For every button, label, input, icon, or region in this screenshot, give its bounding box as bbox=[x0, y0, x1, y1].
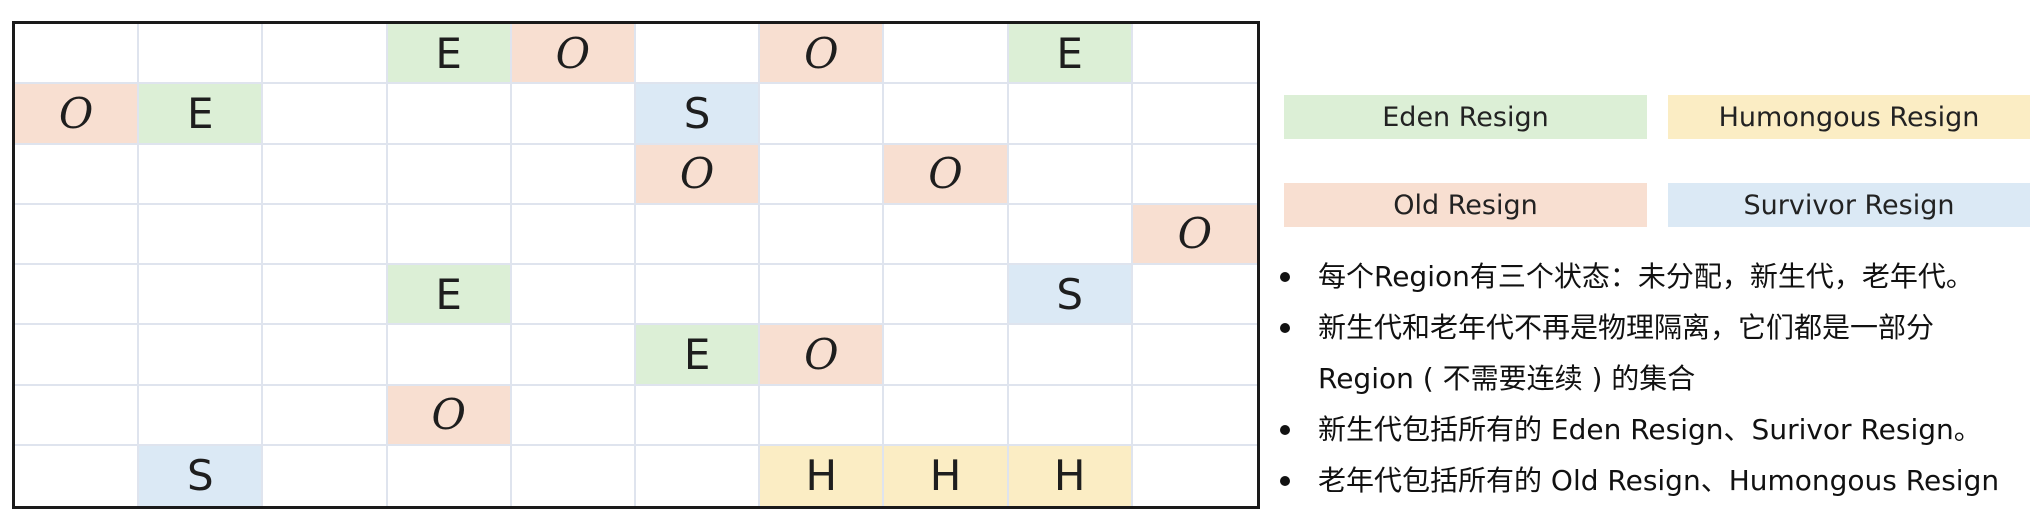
region-cell bbox=[387, 204, 512, 265]
region-cell bbox=[760, 84, 885, 145]
region-cell: E bbox=[635, 325, 761, 386]
region-cell bbox=[263, 325, 388, 386]
region-cell: S bbox=[1008, 265, 1133, 326]
region-cell bbox=[15, 204, 140, 265]
region-cell: S bbox=[635, 84, 761, 145]
region-cell: O bbox=[884, 144, 1009, 205]
region-cell bbox=[387, 144, 512, 205]
region-cell bbox=[263, 24, 388, 85]
region-cell bbox=[760, 144, 885, 205]
region-cell bbox=[263, 445, 388, 506]
region-cell: O bbox=[15, 84, 140, 145]
region-cell: O bbox=[387, 385, 512, 446]
region-cell bbox=[512, 445, 636, 506]
region-cell bbox=[15, 445, 140, 506]
region-cell bbox=[511, 385, 636, 446]
region-cell bbox=[388, 445, 512, 506]
region-cell bbox=[1133, 446, 1257, 506]
note-text: 新生代包括所有的 Eden Resign、Surivor Resign。 bbox=[1318, 413, 1982, 446]
note-item: 每个Region有三个状态：未分配，新生代，老年代。 bbox=[1276, 251, 2036, 302]
note-text: 每个Region有三个状态：未分配，新生代，老年代。 bbox=[1318, 260, 1974, 293]
region-cell bbox=[1132, 24, 1257, 85]
region-cell bbox=[884, 265, 1009, 326]
region-cell bbox=[636, 445, 761, 506]
region-cell: H bbox=[884, 445, 1009, 506]
note-item: 老年代包括所有的 Old Resign、Humongous Resign bbox=[1276, 455, 2036, 506]
note-text-continued: Region ( 不需要连续 ) 的集合 bbox=[1318, 362, 1696, 395]
region-cell: O bbox=[1132, 204, 1257, 265]
region-cell: S bbox=[139, 445, 264, 506]
legend-old: Old Resign bbox=[1284, 183, 1647, 227]
region-cell: H bbox=[760, 445, 885, 506]
region-cell bbox=[139, 325, 264, 386]
legend-eden: Eden Resign bbox=[1284, 95, 1647, 139]
region-cell bbox=[387, 84, 512, 145]
region-cell bbox=[1008, 204, 1133, 265]
region-cell bbox=[511, 325, 636, 386]
region-cell bbox=[884, 204, 1009, 265]
region-cell bbox=[139, 385, 264, 446]
region-cell bbox=[884, 325, 1009, 386]
legend-eden-label: Eden Resign bbox=[1382, 101, 1549, 133]
note-text: 新生代和老年代不再是物理隔离，它们都是一部分 bbox=[1318, 311, 1935, 344]
region-cell: E bbox=[1008, 24, 1133, 85]
region-cell bbox=[511, 84, 636, 145]
region-cell bbox=[139, 24, 264, 85]
region-cell: E bbox=[387, 265, 512, 326]
region-cell: H bbox=[1008, 445, 1133, 506]
region-cell bbox=[139, 144, 264, 205]
region-cell bbox=[511, 144, 636, 205]
region-cell bbox=[884, 385, 1009, 446]
region-cell bbox=[511, 265, 636, 326]
region-cell bbox=[1132, 325, 1257, 386]
region-cell bbox=[884, 24, 1009, 85]
legend-humongous-label: Humongous Resign bbox=[1718, 101, 1980, 133]
region-cell bbox=[15, 24, 140, 85]
region-cell bbox=[15, 265, 140, 326]
region-cell bbox=[139, 204, 264, 265]
region-cell bbox=[139, 265, 264, 326]
region-cell: O bbox=[760, 325, 885, 386]
region-cell: O bbox=[635, 144, 761, 205]
legend-survivor: Survivor Resign bbox=[1668, 183, 2030, 227]
region-cell bbox=[15, 325, 140, 386]
region-cell bbox=[635, 24, 761, 85]
region-cell bbox=[760, 385, 885, 446]
note-item: 新生代包括所有的 Eden Resign、Surivor Resign。 bbox=[1276, 404, 2036, 455]
region-cell: E bbox=[387, 24, 512, 85]
region-cell bbox=[263, 204, 388, 265]
region-cell: O bbox=[511, 24, 636, 85]
region-cell bbox=[15, 144, 140, 205]
legend-survivor-label: Survivor Resign bbox=[1743, 189, 1955, 221]
region-cell bbox=[263, 265, 388, 326]
region-cell bbox=[1008, 144, 1133, 205]
region-cell bbox=[1008, 325, 1133, 386]
region-cell bbox=[263, 84, 388, 145]
region-cell bbox=[1132, 265, 1257, 326]
region-cell bbox=[760, 204, 885, 265]
region-cell bbox=[511, 204, 636, 265]
region-cell bbox=[263, 385, 388, 446]
note-item: 新生代和老年代不再是物理隔离，它们都是一部分 Region ( 不需要连续 ) … bbox=[1276, 302, 2036, 404]
note-text: 老年代包括所有的 Old Resign、Humongous Resign bbox=[1318, 464, 2000, 497]
region-cell bbox=[1132, 145, 1257, 205]
region-cell bbox=[1008, 385, 1133, 446]
region-cell bbox=[635, 204, 761, 265]
region-cell bbox=[635, 385, 761, 446]
notes-list: 每个Region有三个状态：未分配，新生代，老年代。 新生代和老年代不再是物理隔… bbox=[1276, 251, 2036, 506]
region-cell bbox=[387, 325, 512, 386]
region-cell bbox=[635, 265, 761, 326]
region-cell bbox=[263, 144, 388, 205]
region-cell: E bbox=[139, 84, 264, 145]
region-cell bbox=[1132, 84, 1257, 145]
region-cell bbox=[15, 385, 140, 446]
legend-humongous: Humongous Resign bbox=[1668, 95, 2030, 139]
region-cell bbox=[1008, 84, 1133, 145]
region-cell bbox=[1132, 386, 1257, 446]
region-cell bbox=[760, 265, 885, 326]
legend-old-label: Old Resign bbox=[1393, 189, 1538, 221]
region-cell: O bbox=[760, 24, 885, 85]
region-cell bbox=[884, 84, 1009, 145]
